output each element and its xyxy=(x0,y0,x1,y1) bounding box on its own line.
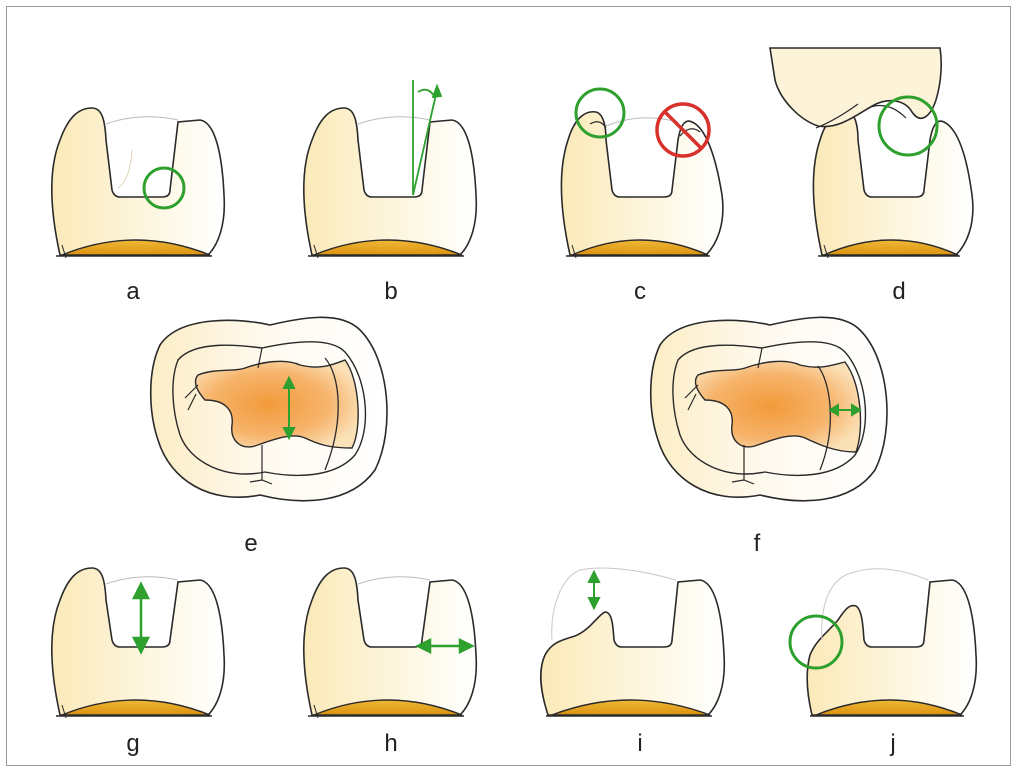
tooth-g xyxy=(52,568,225,718)
label-f: f xyxy=(754,532,761,556)
reduction-arrow xyxy=(589,572,599,608)
label-b: b xyxy=(384,280,397,304)
label-a: a xyxy=(126,280,139,304)
label-j: j xyxy=(890,732,895,756)
tooth-j xyxy=(790,569,976,716)
tooth-d xyxy=(770,48,973,258)
tooth-i xyxy=(541,568,725,716)
label-i: i xyxy=(637,732,642,756)
label-c: c xyxy=(634,280,646,304)
occlusal-view-f xyxy=(651,317,887,500)
label-d: d xyxy=(892,280,905,304)
label-h: h xyxy=(384,732,397,756)
tooth-a xyxy=(52,108,225,258)
occlusal-view-e xyxy=(151,317,387,500)
tooth-c xyxy=(561,89,722,258)
label-g: g xyxy=(126,732,139,756)
tooth-h xyxy=(304,568,477,718)
tooth-b xyxy=(304,80,477,258)
depth-arrow xyxy=(134,584,148,652)
label-e: e xyxy=(244,532,257,556)
